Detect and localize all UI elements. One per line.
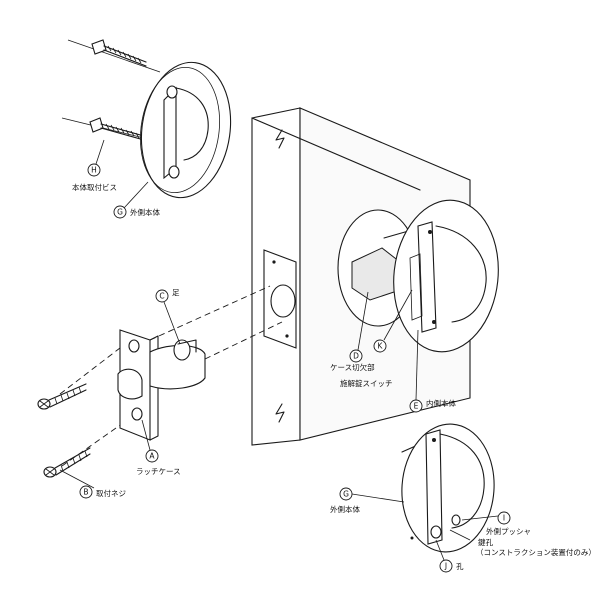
label-construction-note: （コンストラクション装置付のみ） bbox=[476, 547, 596, 557]
label-outer-body-bottom: 外側本体 bbox=[330, 504, 360, 514]
label-latch-case: ラッチケース bbox=[136, 467, 181, 476]
mounting-screw-lower bbox=[89, 117, 145, 141]
mounting-screw-upper bbox=[91, 39, 147, 67]
label-leg: 足 bbox=[172, 288, 180, 297]
leader-lines bbox=[59, 139, 499, 561]
callout-G-top: G 外側本体 bbox=[113, 205, 160, 219]
marker-K: K bbox=[378, 342, 384, 351]
label-case-notch: ケース切欠部 bbox=[330, 362, 375, 372]
marker-H: H bbox=[91, 166, 97, 175]
marker-C: C bbox=[159, 292, 164, 301]
inner-body bbox=[337, 199, 499, 353]
callout-C: C 足 bbox=[155, 288, 180, 303]
callout-D: D ケース切欠部 bbox=[330, 349, 375, 372]
label-mounting-screw: 本体取付ビス bbox=[72, 182, 117, 192]
marker-D: D bbox=[353, 352, 359, 361]
label-outer-pusher: 外側プッシャ bbox=[486, 526, 531, 536]
marker-B: B bbox=[83, 488, 88, 497]
label-lock-switch: 施解錠スイッチ bbox=[340, 378, 393, 388]
marker-G-bottom: G bbox=[343, 490, 349, 499]
callout-E: E 内側本体 bbox=[409, 398, 456, 413]
callout-J: J 孔 bbox=[439, 559, 464, 573]
marker-A: A bbox=[149, 452, 155, 461]
label-fixing-screw: 取付ネジ bbox=[96, 488, 126, 498]
callout-keyhole: 鍵孔 （コンストラクション装置付のみ） bbox=[476, 537, 596, 557]
marker-I: I bbox=[503, 514, 505, 523]
latch-screw-upper bbox=[37, 383, 87, 410]
label-hole: 孔 bbox=[456, 562, 464, 571]
marker-J: J bbox=[444, 562, 447, 571]
callout-A: A ラッチケース bbox=[136, 449, 181, 476]
marker-E: E bbox=[414, 402, 419, 411]
label-outer-body-top: 外側本体 bbox=[130, 207, 160, 217]
outer-body-bottom bbox=[401, 423, 495, 553]
callout-B: B 取付ネジ bbox=[79, 485, 126, 499]
callout-I: I 外側プッシャ bbox=[486, 511, 531, 536]
marker-G-top: G bbox=[117, 208, 123, 217]
callout-H: H 本体取付ビス bbox=[72, 163, 117, 192]
latch-screw-lower bbox=[43, 447, 91, 478]
outer-body-top bbox=[139, 61, 232, 199]
callout-G-bottom: G 外側本体 bbox=[330, 487, 360, 514]
callout-K: K 施解錠スイッチ bbox=[340, 339, 393, 388]
top-screws bbox=[61, 39, 161, 141]
label-inner-body: 内側本体 bbox=[426, 398, 456, 408]
latch-case bbox=[117, 329, 206, 441]
label-key-hole: 鍵孔 bbox=[478, 537, 493, 547]
